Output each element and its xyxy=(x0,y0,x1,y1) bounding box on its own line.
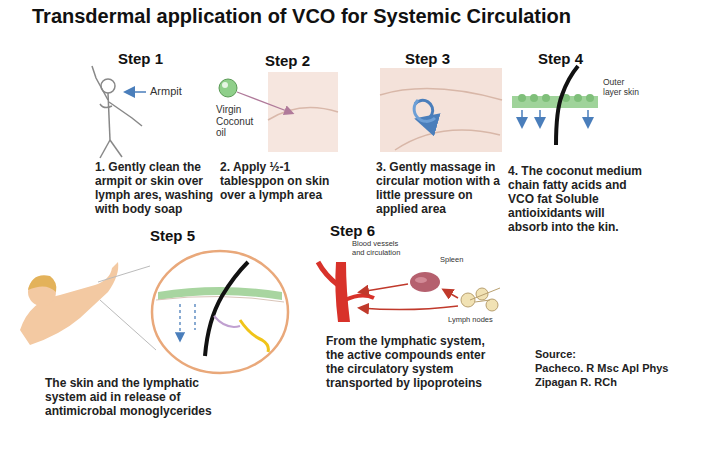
step-heading: Step 4 xyxy=(538,50,583,67)
skin-section xyxy=(152,251,288,373)
source-text: Zipagan R. RCh xyxy=(535,376,617,388)
step-panel: Step 1 1. Gently clean the armpit or skin… xyxy=(90,48,230,220)
step-panel: Step 5 The skin and the lymphatic system … xyxy=(40,222,310,422)
pointer-arrow xyxy=(126,91,146,93)
skin-layer xyxy=(512,66,598,145)
step-panel: Step 3 3. Gently massage in circular moti… xyxy=(370,48,510,220)
step-text: 4. The coconut medium chain fatty acids … xyxy=(508,164,646,234)
figure-label: Armpit xyxy=(150,85,182,98)
step-heading: Step 2 xyxy=(265,52,310,69)
step-heading: Step 6 xyxy=(330,222,375,239)
step-text: From the lymphatic system, the active co… xyxy=(326,334,502,390)
step-heading: Step 1 xyxy=(118,50,163,67)
step-panel: Step 4 4. The coconut medium chain fatty … xyxy=(505,48,650,238)
step-text: 2. Apply ½-1 tablesppon on skin over a l… xyxy=(220,160,350,202)
step-heading: Step 3 xyxy=(405,50,450,67)
source-text: Source: xyxy=(535,348,576,360)
source-text: Pacheco. R Msc Apl Phys xyxy=(535,362,668,374)
step-text: 3. Gently massage in circular motion wit… xyxy=(376,160,504,216)
figure-label: Blood vessels and circulation xyxy=(352,240,410,257)
step-text: 1. Gently clean the armpit or skin over … xyxy=(95,160,223,216)
step-heading: Step 5 xyxy=(150,227,195,244)
figure-label: Outer layer skin xyxy=(603,78,641,98)
diagram-title: Transdermal application of VCO for Syste… xyxy=(32,5,571,28)
circulation-picture xyxy=(318,262,500,322)
step-text: The skin and the lymphatic system aid in… xyxy=(45,376,217,418)
figure-label: Lymph nodes xyxy=(448,316,493,325)
body-figure xyxy=(92,66,142,158)
step-panel: Step 6 From the lymphatic system, the act… xyxy=(320,218,510,394)
person-figure xyxy=(20,262,156,350)
figure-label: Virgin Coconut oil xyxy=(216,104,262,139)
massage-picture xyxy=(380,68,502,152)
figure-label: Spleen xyxy=(440,256,463,265)
